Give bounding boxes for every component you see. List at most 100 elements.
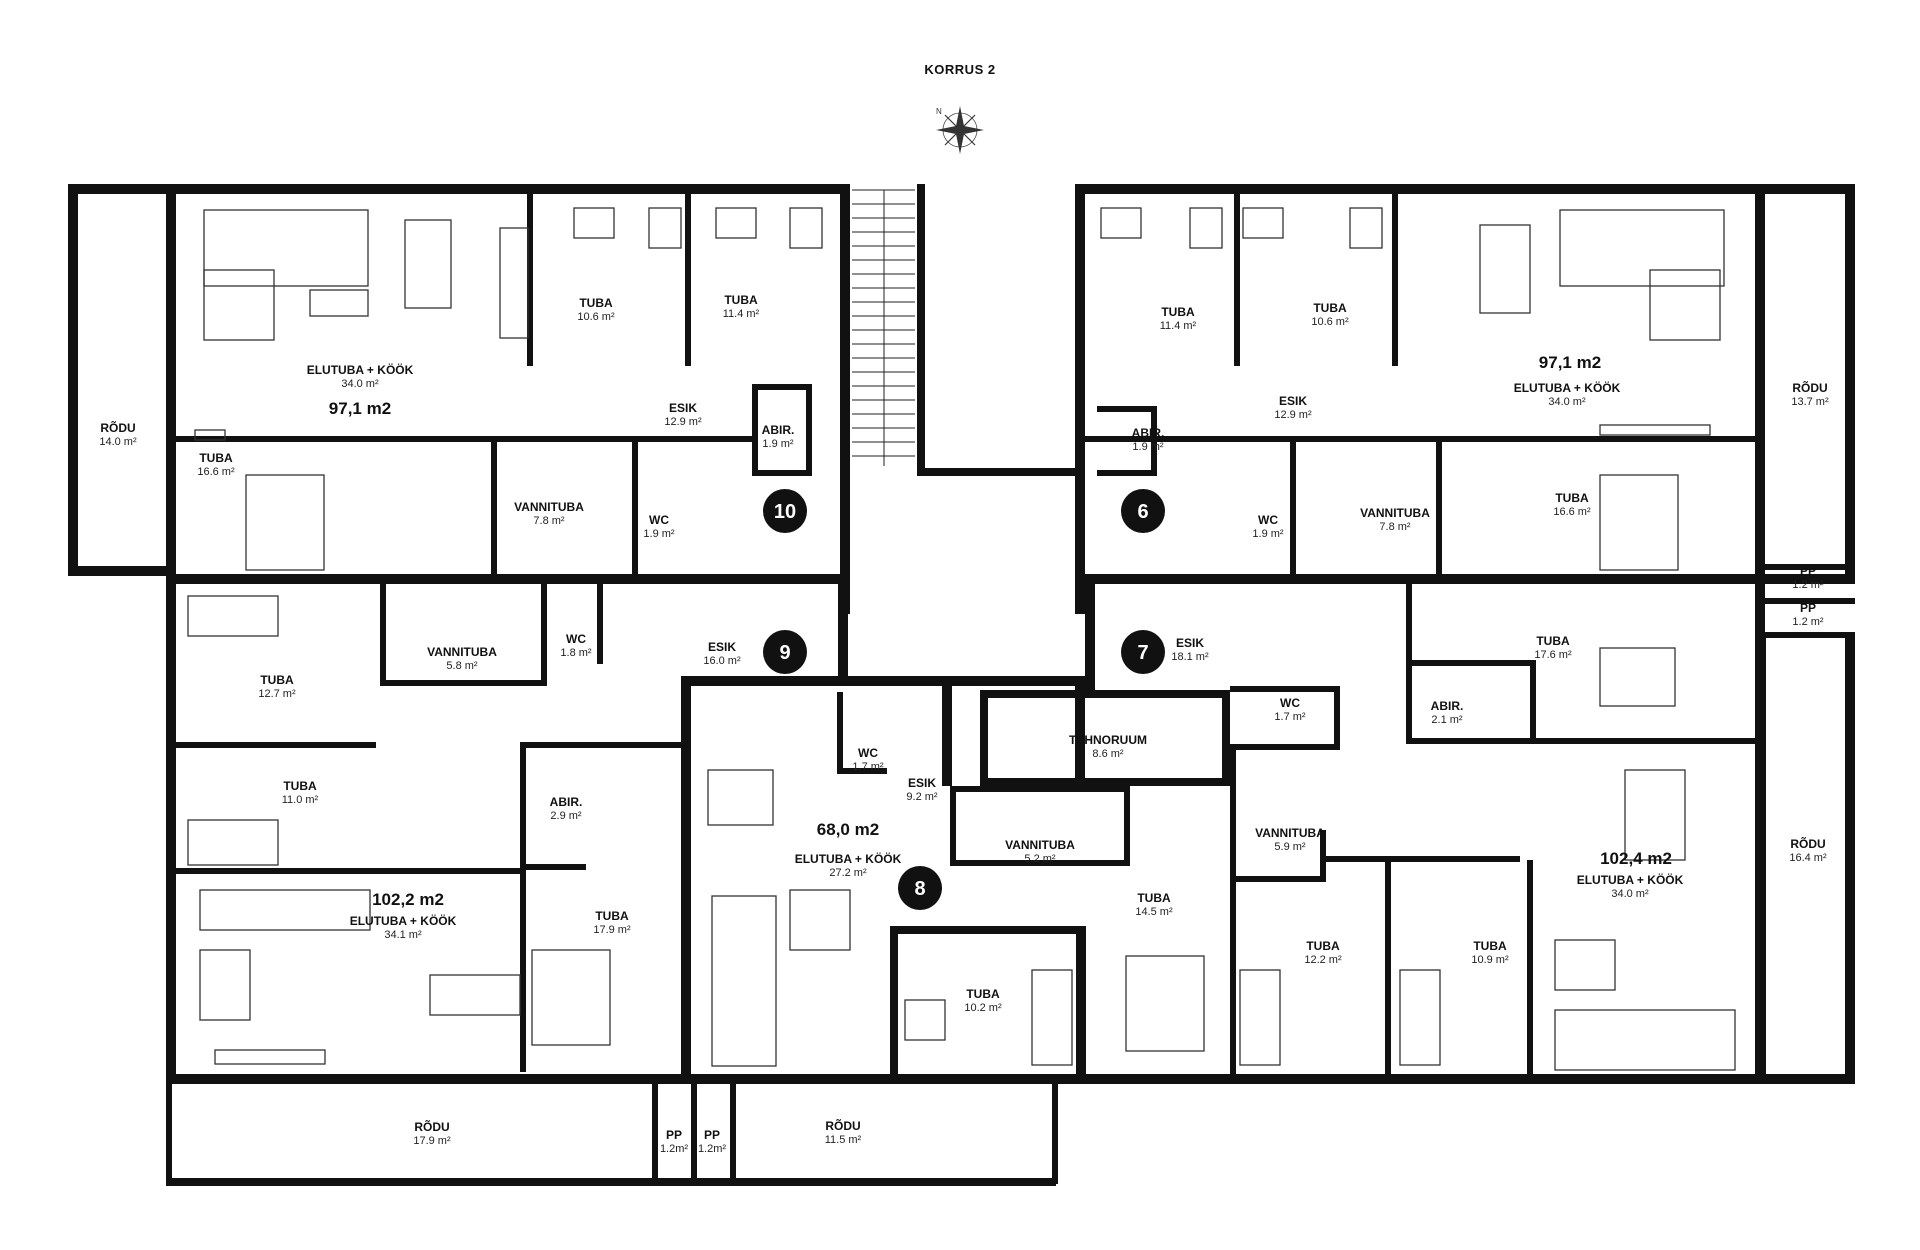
room-name: TUBA — [579, 296, 613, 310]
room-name: RÕDU — [825, 1118, 860, 1133]
room-area: 11.0 m² — [282, 794, 319, 806]
room-area: 1.2 m² — [1792, 579, 1824, 591]
room-name: ELUTUBA + KÖÖK — [307, 362, 414, 377]
apartment-areas: 97,1 m2 97,1 m2 102,2 m2 102,4 m2 68,0 m… — [329, 353, 1672, 909]
room-area: 14.5 m² — [1135, 906, 1173, 918]
room-a7-abir: ABIR.2.1 m² — [1431, 699, 1464, 726]
room-name: PP — [704, 1128, 720, 1142]
room-a10-abir: ABIR.1.9 m² — [762, 423, 795, 450]
room-area: 13.7 m² — [1791, 396, 1829, 408]
room-name: WC — [1280, 696, 1300, 710]
room-area: 1.9 m² — [1132, 441, 1164, 453]
room-area: 7.8 m² — [533, 515, 565, 527]
room-a6-abir: ABIR.1.9 m² — [1132, 426, 1165, 453]
apt-9-area: 102,2 m2 — [372, 890, 444, 909]
room-name: VANNITUBA — [427, 645, 497, 659]
room-name: VANNITUBA — [1360, 506, 1430, 520]
room-area: 10.9 m² — [1471, 954, 1509, 966]
furniture — [187, 207, 1736, 1071]
room-name: ELUTUBA + KÖÖK — [795, 851, 902, 866]
room-name: TUBA — [1473, 939, 1507, 953]
room-a6-wc: WC1.9 m² — [1252, 513, 1284, 540]
room-pp-right2: PP1.2 m² — [1792, 601, 1824, 628]
room-name: ESIK — [1279, 394, 1307, 408]
room-area: 1.7 m² — [852, 761, 884, 773]
room-name: RÕDU — [1792, 380, 1827, 395]
room-area: 1.9 m² — [1252, 528, 1284, 540]
room-name: VANNITUBA — [1005, 838, 1075, 852]
room-name: ABIR. — [1132, 426, 1165, 440]
room-area: 18.1 m² — [1171, 651, 1209, 663]
apt-9-badge: 9 — [763, 630, 807, 674]
room-area: 34.1 m² — [384, 929, 422, 941]
room-area: 9.2 m² — [906, 791, 938, 803]
room-name: WC — [858, 746, 878, 760]
room-name: ESIK — [908, 776, 936, 790]
room-name: TUBA — [1137, 891, 1171, 905]
room-area: 16.6 m² — [1553, 506, 1591, 518]
room-area: 34.0 m² — [1548, 396, 1586, 408]
room-name: TUBA — [1536, 634, 1570, 648]
room-area: 1.2 m² — [1792, 616, 1824, 628]
room-pp-bottom1: PP1.2m² — [660, 1128, 688, 1155]
room-name: TEHNORUUM — [1069, 733, 1147, 747]
apt-10-area: 97,1 m2 — [329, 399, 391, 418]
room-area: 10.6 m² — [577, 311, 615, 323]
room-a9-wc: WC1.8 m² — [560, 632, 592, 659]
room-name: TUBA — [260, 673, 294, 687]
room-area: 27.2 m² — [829, 867, 867, 879]
apt-7-badge: 7 — [1121, 630, 1165, 674]
room-name: VANNITUBA — [1255, 826, 1325, 840]
room-name: ABIR. — [762, 423, 795, 437]
room-area: 1.9 m² — [762, 438, 794, 450]
room-name: TUBA — [1161, 305, 1195, 319]
room-name: WC — [1258, 513, 1278, 527]
apt-6-number: 6 — [1137, 501, 1148, 523]
apt-6-area: 97,1 m2 — [1539, 353, 1601, 372]
room-name: ELUTUBA + KÖÖK — [350, 913, 457, 928]
north-label: N — [936, 107, 942, 116]
room-name: TUBA — [199, 451, 233, 465]
room-a9-abir: ABIR.2.9 m² — [550, 795, 583, 822]
apartment-badges: 10 6 9 7 8 — [763, 489, 1165, 910]
room-a10-wc: WC1.9 m² — [643, 513, 675, 540]
room-area: 16.4 m² — [1789, 852, 1827, 864]
room-area: 11.5 m² — [825, 1134, 862, 1146]
room-name: TUBA — [1313, 301, 1347, 315]
apt-10-number: 10 — [774, 501, 796, 523]
apt-9-number: 9 — [779, 642, 790, 664]
compass-rose-icon: N — [936, 106, 984, 154]
room-name: TUBA — [595, 909, 629, 923]
room-area: 17.6 m² — [1534, 649, 1572, 661]
apt-10-badge: 10 — [763, 489, 807, 533]
room-area: 1.7 m² — [1274, 711, 1306, 723]
room-area: 16.0 m² — [703, 655, 741, 667]
apt-7-area: 102,4 m2 — [1600, 849, 1672, 868]
room-name: RÕDU — [100, 420, 135, 435]
room-pp-right1: PP1.2 m² — [1792, 564, 1824, 591]
